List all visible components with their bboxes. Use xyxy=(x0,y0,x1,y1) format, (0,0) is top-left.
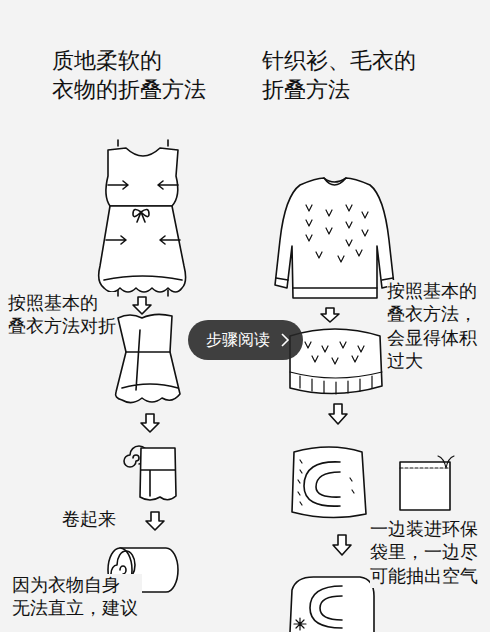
step-arrow xyxy=(329,404,347,424)
column-title: 质地柔软的 衣物的折叠方法 xyxy=(52,46,224,105)
step-note: 一边装进环保 袋里，一边尽 可能抽出空气 xyxy=(370,518,484,588)
sweater-rib xyxy=(290,372,382,394)
step-note: 按照基本的 叠衣方法对折 xyxy=(8,292,116,339)
dress-skirt xyxy=(99,206,186,292)
step-arrow xyxy=(146,512,164,530)
folded-dress xyxy=(116,314,180,402)
column-title: 针织衫、毛衣的 折叠方法 xyxy=(262,46,434,105)
step-note: 因为衣物自身 无法直立，建议 xyxy=(12,574,142,621)
fold-arrow xyxy=(106,236,180,244)
knit-pattern xyxy=(306,205,368,262)
fold-detail xyxy=(141,470,175,496)
bow xyxy=(133,209,149,222)
knit-pattern xyxy=(298,460,354,505)
knit-pattern xyxy=(305,342,364,364)
drawstring-knot xyxy=(294,618,306,630)
sweater xyxy=(275,178,394,298)
sweater-rib xyxy=(276,178,393,288)
roll-fold xyxy=(304,462,340,506)
rolled-sweater xyxy=(292,447,366,518)
fold-detail xyxy=(122,330,178,390)
dress-hem xyxy=(104,276,182,280)
rolling-dress xyxy=(140,448,176,500)
step-arrow xyxy=(333,535,351,555)
eco-bag xyxy=(400,462,450,510)
overlay-button: 步骤阅读 xyxy=(188,320,303,360)
drawstring xyxy=(400,467,450,468)
dress-bodice xyxy=(106,148,178,206)
fold-arrow xyxy=(108,181,178,189)
step-note: 按照基本的 叠衣方法， 会显得体积 过大 xyxy=(387,280,487,373)
folded-sweater xyxy=(290,329,382,394)
packed-bag xyxy=(290,577,374,632)
step-arrow xyxy=(133,297,151,314)
step-note: 卷起来 xyxy=(62,508,116,531)
step-arrow xyxy=(141,414,159,432)
button-text: 步骤阅读 xyxy=(206,330,270,351)
step-arrow xyxy=(321,308,339,322)
drawstring xyxy=(438,456,454,468)
roll-fold xyxy=(310,586,342,628)
